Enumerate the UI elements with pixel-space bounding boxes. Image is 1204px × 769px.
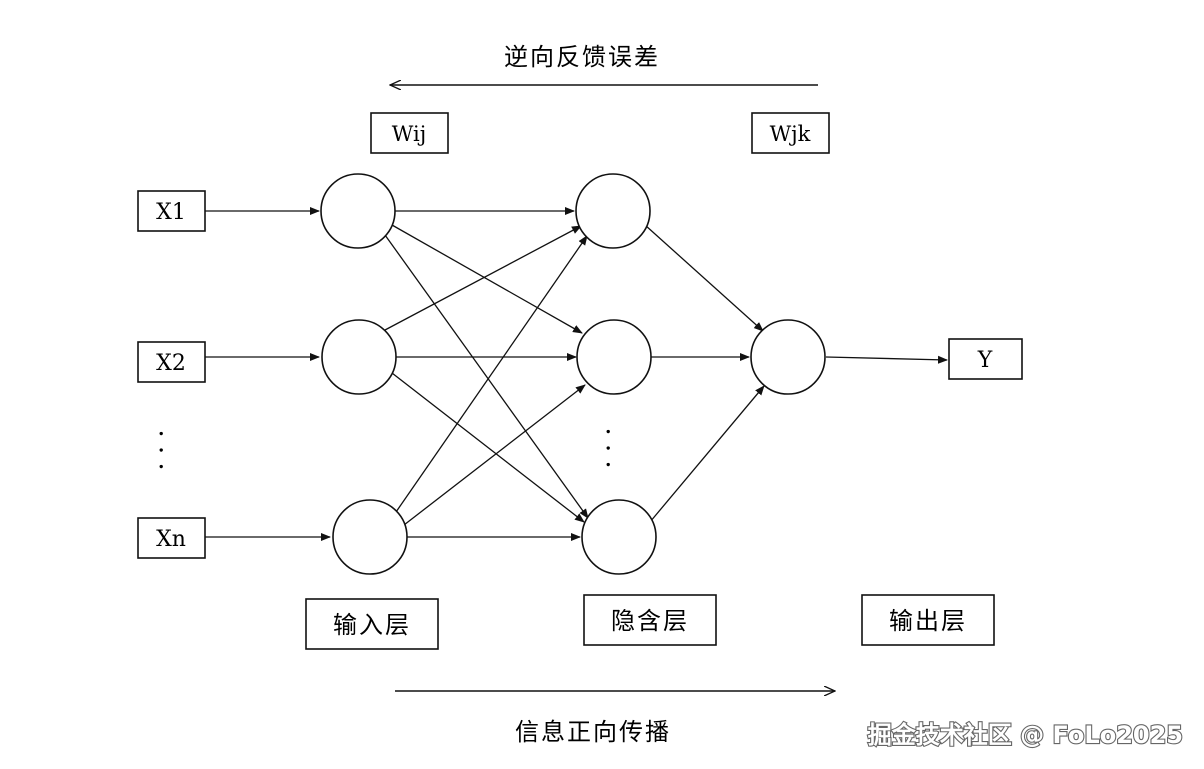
hidden-ellipsis: . . . <box>600 427 630 468</box>
input-layer-neurons <box>320 173 408 575</box>
edge-i1-h2 <box>391 224 583 334</box>
edge-h1-o <box>644 224 764 332</box>
input-box-x1: X1 <box>137 190 206 232</box>
hidden-neuron-1 <box>575 173 651 249</box>
weight-wij-box: Wij <box>370 112 449 154</box>
output-layer-label-box: 输出层 <box>861 594 995 646</box>
input-xn-label: Xn <box>156 527 186 552</box>
watermark-text: 掘金技术社区 @ FoLo2025 <box>868 721 1183 749</box>
hidden-neuron-2 <box>576 319 652 395</box>
edge-i3-h1 <box>395 235 588 513</box>
input-ellipsis: . . . <box>153 429 183 470</box>
weight-wjk-label: Wjk <box>770 122 811 146</box>
input-x2-label: X2 <box>156 351 186 376</box>
edge-i3-h2 <box>403 384 586 526</box>
feedback-label: 逆向反馈误差 <box>504 43 660 71</box>
forward-label: 信息正向传播 <box>515 718 671 746</box>
edge-o-y <box>825 355 948 364</box>
edge-h3-o <box>649 385 765 523</box>
input-layer-label: 输入层 <box>333 611 411 639</box>
input-box-xn: Xn <box>137 517 206 559</box>
input-box-x2: X2 <box>137 341 206 383</box>
output-y-label: Y <box>977 348 993 373</box>
weight-wij-label: Wij <box>392 122 426 146</box>
hidden-neuron-3 <box>581 499 657 575</box>
output-neuron <box>750 319 826 395</box>
hidden-output-edges <box>644 224 765 523</box>
hidden-layer-label-box: 隐含层 <box>583 594 717 646</box>
input-neuron-1 <box>320 173 396 249</box>
weight-wjk-box: Wjk <box>751 112 830 154</box>
edge-i2-h3 <box>391 372 585 523</box>
hidden-layer-neurons <box>575 173 657 575</box>
output-box-y: Y <box>948 338 1023 380</box>
output-layer-label: 输出层 <box>889 607 967 635</box>
input-x1-label: X1 <box>156 200 186 225</box>
input-neuron-2 <box>321 319 397 395</box>
input-hidden-edges <box>384 207 589 541</box>
hidden-layer-label: 隐含层 <box>611 607 689 635</box>
input-layer-label-box: 输入层 <box>305 598 439 650</box>
edge-i1-h3 <box>384 234 589 519</box>
input-neuron-3 <box>332 499 408 575</box>
edge-i2-h1 <box>384 225 582 331</box>
